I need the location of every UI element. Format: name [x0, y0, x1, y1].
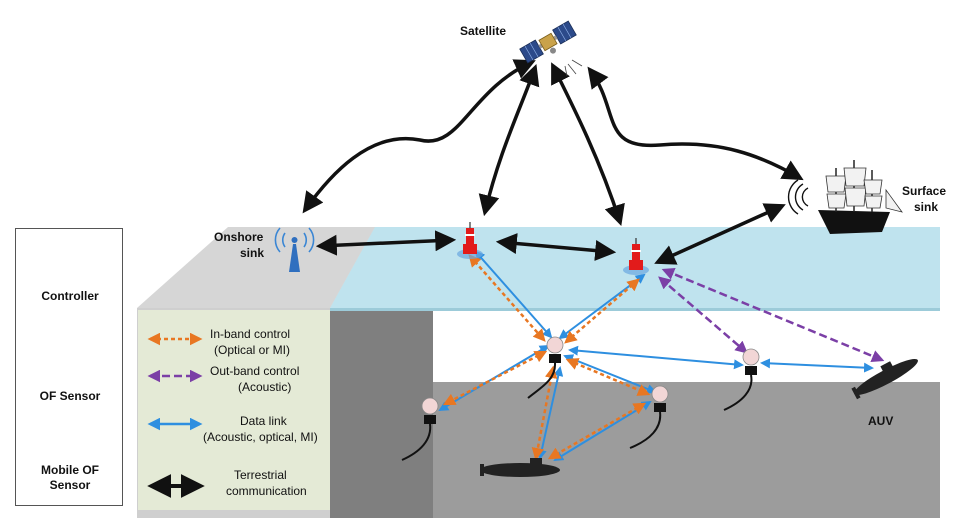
- inband-label-1: In-band control: [210, 327, 291, 341]
- outband-control-links: [658, 268, 885, 362]
- data-label-1: Data link: [240, 414, 287, 428]
- terrestrial-label-1: Terrestrial: [234, 468, 287, 482]
- submarine-icon: [851, 359, 918, 400]
- onshore-sink-label-2: sink: [240, 246, 265, 260]
- antenna-tower-icon: [274, 227, 315, 272]
- ship-icon: [787, 160, 903, 234]
- auv-label: AUV: [868, 414, 894, 428]
- legend-mobile-of-sensor-label-2: Sensor: [49, 478, 91, 492]
- satellite-signal: [564, 59, 583, 77]
- of-sensor-icon: [723, 348, 760, 411]
- legend-controller-label: Controller: [41, 289, 99, 303]
- side-legend: Controller OF Sensor Mobile OF Sensor: [15, 228, 123, 506]
- of-sensor-icon: [629, 385, 669, 449]
- satellite-label: Satellite: [460, 24, 507, 38]
- submarine-icon: [480, 458, 560, 477]
- outband-label-1: Out-band control: [210, 364, 300, 378]
- outband-label-2: (Acoustic): [238, 380, 292, 394]
- surface-sink-label-1: Surface: [902, 184, 947, 198]
- legend-mobile-of-sensor-label-1: Mobile OF: [41, 463, 99, 477]
- terrestrial-label-2: communication: [226, 484, 307, 498]
- onshore-sink-label-1: Onshore: [214, 230, 264, 244]
- of-sensor-icon: [401, 397, 439, 461]
- terrestrial-links: [302, 59, 804, 265]
- buoy-controller-icon: [623, 238, 649, 275]
- satellite-icon: [519, 20, 577, 64]
- inband-control-links: [442, 254, 651, 461]
- legend-of-sensor-label: OF Sensor: [39, 389, 101, 403]
- buoy-controller-icon: [457, 222, 483, 259]
- data-label-2: (Acoustic, optical, MI): [203, 430, 318, 444]
- surface-sink-label-2: sink: [914, 200, 939, 214]
- of-sensor-icon: [527, 336, 564, 399]
- inband-label-2: (Optical or MI): [214, 343, 291, 357]
